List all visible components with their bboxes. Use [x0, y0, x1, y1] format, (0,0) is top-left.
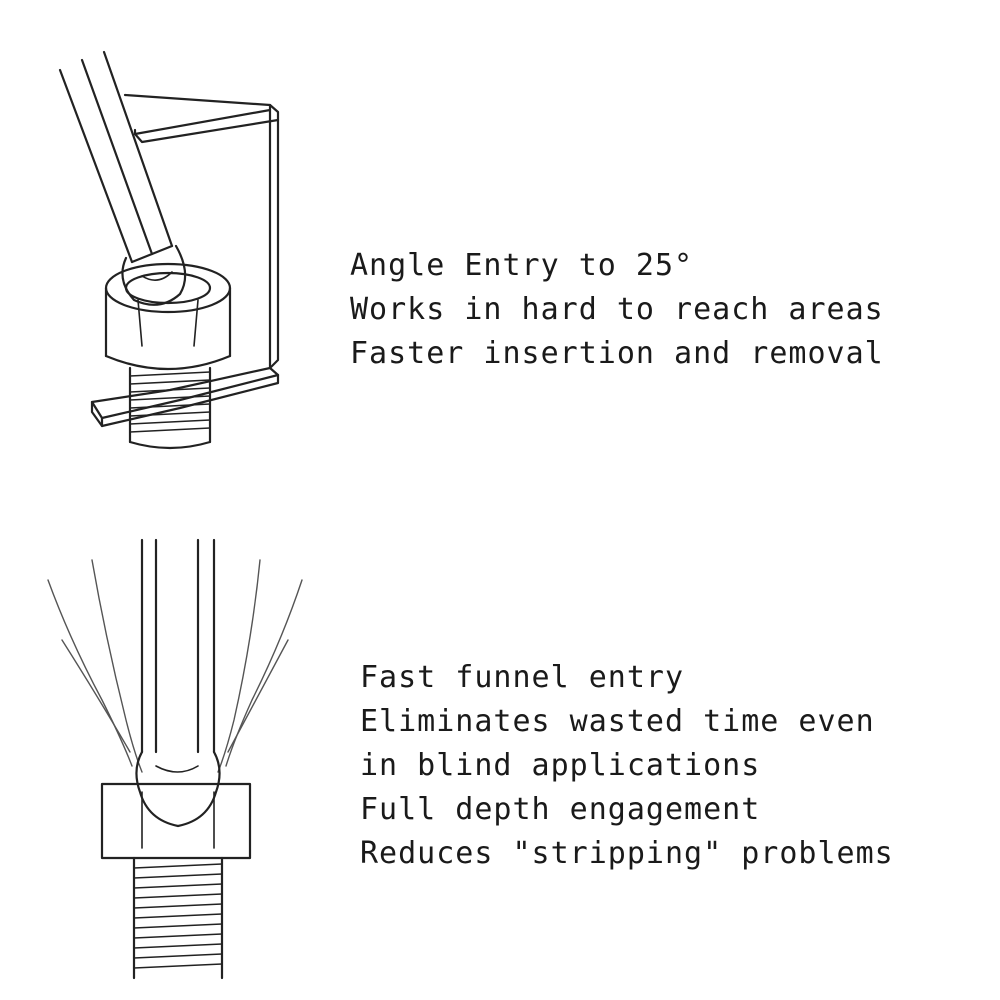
funnel-entry-features: Fast funnel entry Eliminates wasted time… [360, 656, 894, 876]
funnel-motion-lines [48, 560, 302, 772]
hex-key-funnel-entry-illustration [30, 530, 330, 990]
angle-entry-features: Angle Entry to 25° Works in hard to reac… [350, 244, 884, 376]
feature-line: Fast funnel entry [360, 660, 685, 695]
feature-line: Faster insertion and removal [350, 336, 884, 371]
threaded-shaft [130, 368, 210, 448]
socket-screw-head [102, 784, 250, 858]
hex-key-angled-entry-illustration [30, 50, 330, 470]
feature-line: in blind applications [360, 748, 761, 783]
feature-line: Angle Entry to 25° [350, 248, 694, 283]
feature-line: Reduces "stripping" problems [360, 836, 894, 871]
ball-end [136, 752, 219, 826]
feature-line: Eliminates wasted time even [360, 704, 875, 739]
threaded-shaft [134, 858, 222, 978]
bracket [125, 95, 270, 134]
socket-screw-head [106, 264, 230, 369]
feature-line: Full depth engagement [360, 792, 761, 827]
bracket-base [92, 368, 278, 418]
hex-key-shaft [142, 540, 214, 752]
feature-line: Works in hard to reach areas [350, 292, 884, 327]
ball-end [122, 246, 185, 305]
hex-key-shaft [60, 52, 172, 262]
